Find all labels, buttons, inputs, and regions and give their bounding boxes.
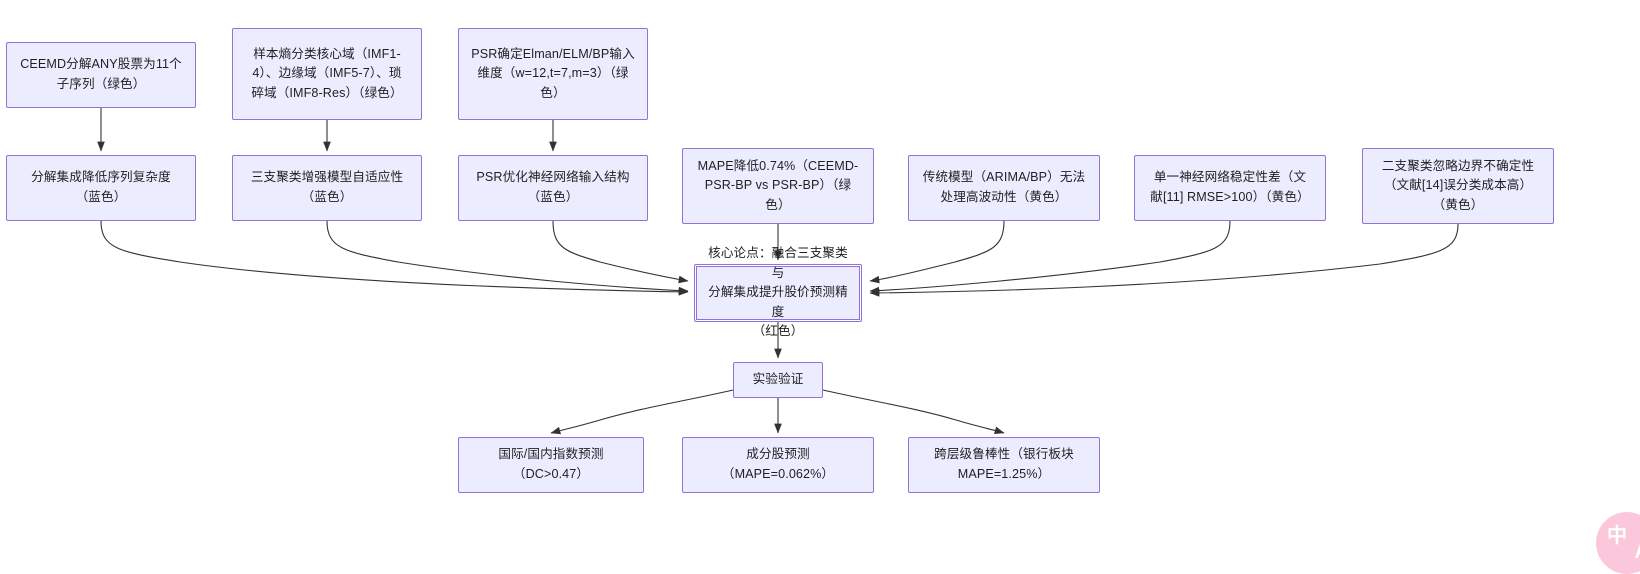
node-sample-entropy-classification[interactable]: 样本熵分类核心域（IMF1- 4）、边缘域（IMF5-7）、琐 碎域（IMF8-… bbox=[232, 28, 422, 120]
node-robustness-result[interactable]: 跨层级鲁棒性（银行板块 MAPE=1.25%） bbox=[908, 437, 1100, 493]
translate-watermark-icon[interactable]: 中 A bbox=[1596, 512, 1640, 574]
edge-experiment-to-robustness bbox=[822, 389, 1005, 435]
node-label: 分解集成降低序列复杂度 （蓝色） bbox=[31, 170, 171, 204]
node-two-way-clustering-gap[interactable]: 二支聚类忽略边界不确定性 （文献[14]误分类成本高） （黄色） bbox=[1362, 148, 1554, 224]
edge-twoway-to-core bbox=[869, 223, 1459, 297]
edge-decomp-to-core bbox=[100, 220, 689, 296]
node-label: PSR优化神经网络输入结构 （蓝色） bbox=[476, 170, 630, 204]
node-ceemd-decomposition[interactable]: CEEMD分解ANY股票为11个 子序列（绿色） bbox=[6, 42, 196, 108]
node-label: 跨层级鲁棒性（银行板块 MAPE=1.25%） bbox=[934, 447, 1074, 481]
node-single-network-gap[interactable]: 单一神经网络稳定性差（文 献[11] RMSE>100）（黄色） bbox=[1134, 155, 1326, 221]
node-label: 实验验证 bbox=[752, 372, 804, 387]
node-label: 核心论点：融合三支聚类与 分解集成提升股价预测精度 （红色） bbox=[708, 246, 848, 339]
node-experiment-validation[interactable]: 实验验证 bbox=[733, 362, 823, 398]
node-label: 样本熵分类核心域（IMF1- 4）、边缘域（IMF5-7）、琐 碎域（IMF8-… bbox=[251, 46, 403, 100]
node-index-forecast-result[interactable]: 国际/国内指数预测 （DC>0.47） bbox=[458, 437, 644, 493]
watermark-zh-char: 中 bbox=[1607, 525, 1627, 547]
node-label: 国际/国内指数预测 （DC>0.47） bbox=[498, 447, 604, 481]
node-three-way-clustering-claim[interactable]: 三支聚类增强模型自适应性 （蓝色） bbox=[232, 155, 422, 221]
node-label: 三支聚类增强模型自适应性 （蓝色） bbox=[250, 170, 404, 204]
node-mape-evidence[interactable]: MAPE降低0.74%（CEEMD- PSR-BP vs PSR-BP）（绿 色… bbox=[682, 148, 874, 224]
node-label: CEEMD分解ANY股票为11个 子序列（绿色） bbox=[20, 57, 182, 91]
node-component-stock-result[interactable]: 成分股预测 （MAPE=0.062%） bbox=[682, 437, 874, 493]
node-label: 成分股预测 （MAPE=0.062%） bbox=[721, 447, 835, 481]
watermark-glyphs: 中 A bbox=[1607, 525, 1640, 562]
edge-traditional-to-core bbox=[869, 220, 1005, 284]
node-label: 单一神经网络稳定性差（文 献[11] RMSE>100）（黄色） bbox=[1150, 170, 1310, 204]
node-traditional-model-gap[interactable]: 传统模型（ARIMA/BP）无法 处理高波动性（黄色） bbox=[908, 155, 1100, 221]
node-psr-structure-claim[interactable]: PSR优化神经网络输入结构 （蓝色） bbox=[458, 155, 648, 221]
node-label: MAPE降低0.74%（CEEMD- PSR-BP vs PSR-BP）（绿 色… bbox=[697, 158, 859, 212]
node-decomposition-claim[interactable]: 分解集成降低序列复杂度 （蓝色） bbox=[6, 155, 196, 221]
node-label: PSR确定Elman/ELM/BP输入 维度（w=12,t=7,m=3）（绿 色… bbox=[471, 46, 635, 100]
edge-psrclaim-to-core bbox=[552, 220, 689, 284]
node-label: 传统模型（ARIMA/BP）无法 处理高波动性（黄色） bbox=[922, 170, 1086, 204]
edge-experiment-to-index bbox=[550, 389, 734, 435]
watermark-latin-char: A bbox=[1635, 542, 1640, 562]
node-psr-input-dimension[interactable]: PSR确定Elman/ELM/BP输入 维度（w=12,t=7,m=3）（绿 色… bbox=[458, 28, 648, 120]
node-core-thesis[interactable]: 核心论点：融合三支聚类与 分解集成提升股价预测精度 （红色） bbox=[694, 246, 862, 338]
node-label: 二支聚类忽略边界不确定性 （文献[14]误分类成本高） （黄色） bbox=[1381, 158, 1535, 212]
edge-threeway-to-core bbox=[326, 220, 689, 295]
edge-singlenn-to-core bbox=[869, 220, 1231, 295]
